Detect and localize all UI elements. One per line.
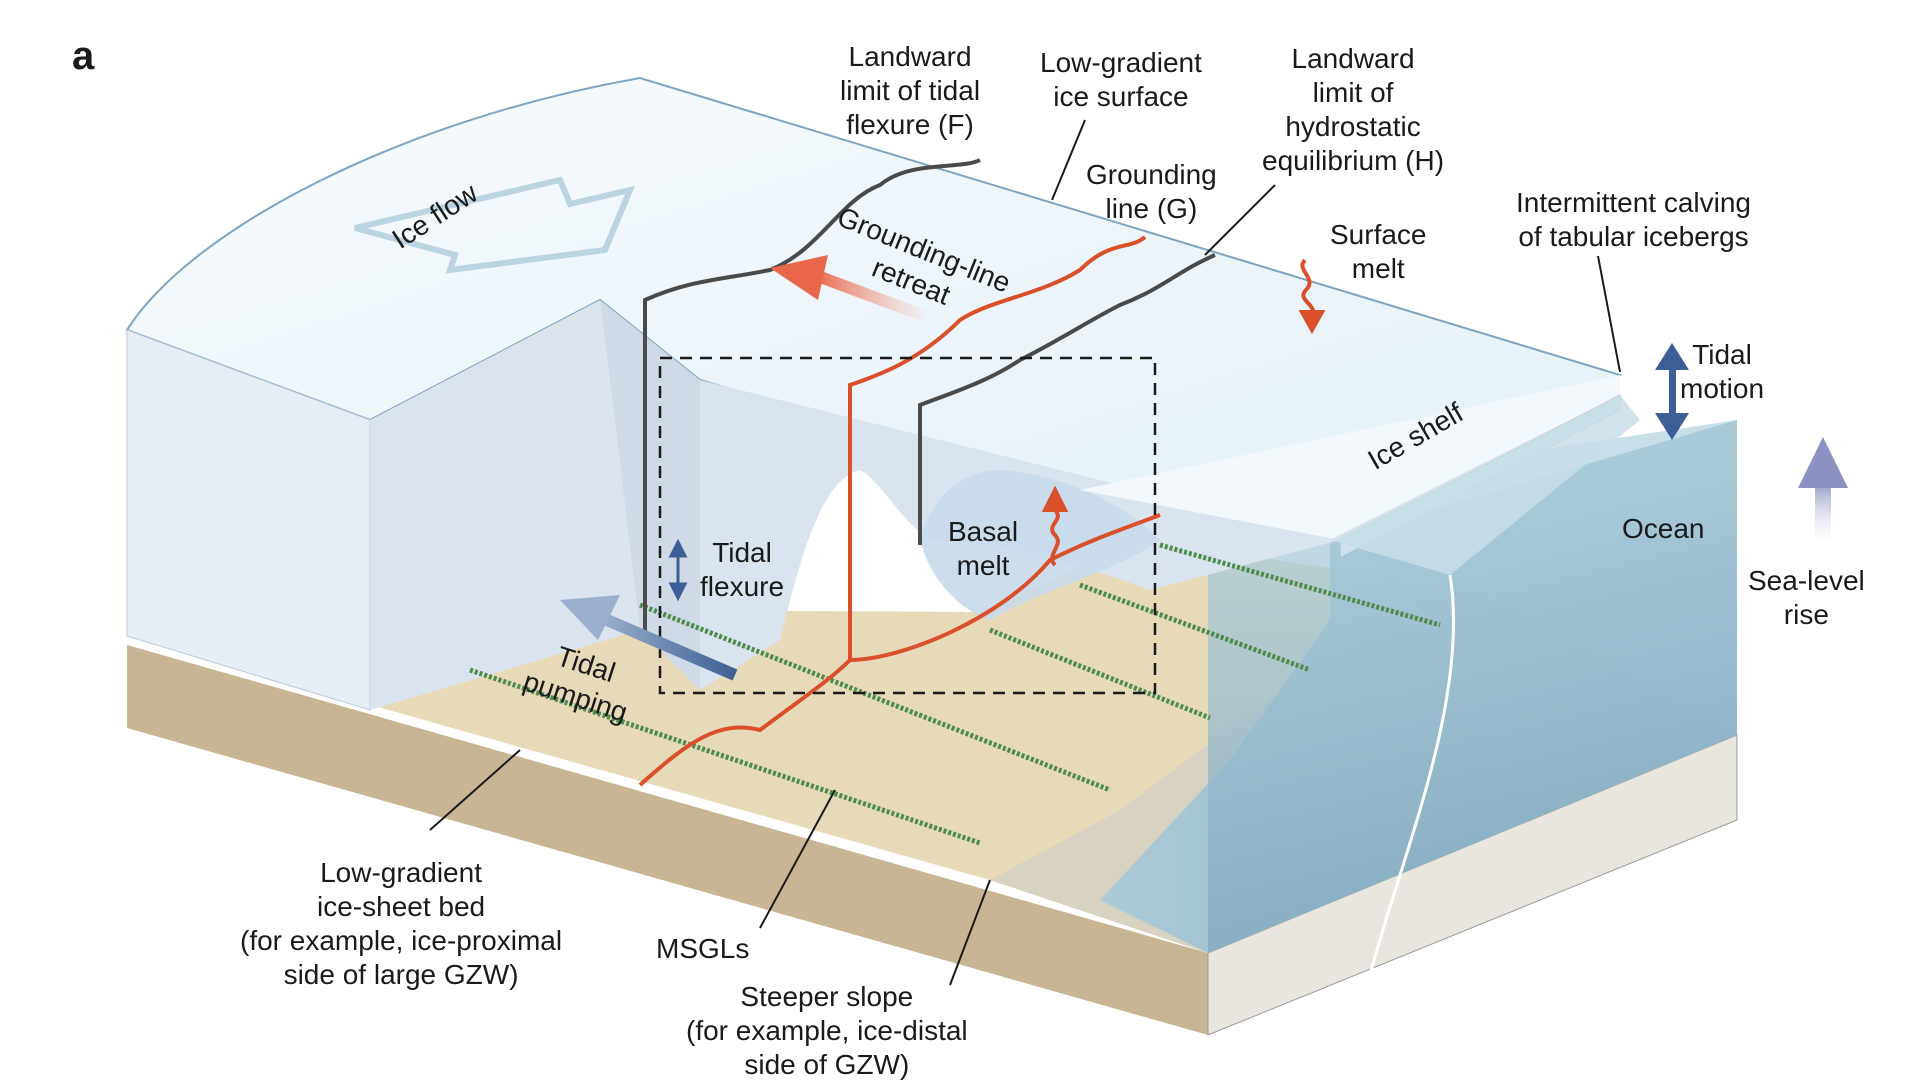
msgls-label: MSGLs <box>656 933 750 964</box>
surface-melt-arrow <box>1298 258 1326 335</box>
grounding-retreat-arrow <box>770 255 933 324</box>
panel-letter: a <box>72 34 95 78</box>
inset-dashed-box <box>658 356 1157 695</box>
ice-flow-arrow <box>354 176 636 274</box>
basal-melt-label: Basal melt <box>948 516 1019 581</box>
tidal-flexure-label: Tidal flexure <box>700 537 785 602</box>
ice-shelf-top <box>1080 375 1620 540</box>
leader-lines <box>429 119 1621 986</box>
steeper-slope-label: Steeper slope (for example, ice-distal s… <box>686 981 968 1080</box>
bed-front-face <box>127 645 1208 1035</box>
tidal-pumping-arrow <box>560 595 738 681</box>
ocean-label: Ocean <box>1622 513 1705 544</box>
tidal-flexure-arrow <box>668 538 688 602</box>
landward-limit-H-label: Landward limit of hydrostatic equilibriu… <box>1262 43 1445 176</box>
landward-limit-F-label: Landward limit of tidal flexure (F) <box>840 41 981 140</box>
basal-cavity <box>920 470 1160 620</box>
intermittent-calving-label: Intermittent calving of tabular icebergs <box>1516 187 1751 252</box>
limit-line-F <box>643 158 981 640</box>
msgl-ridges <box>469 542 1441 846</box>
grounding-line-G <box>638 235 1161 787</box>
surface-melt-label: Surface melt <box>1330 219 1427 284</box>
tidal-motion-arrow <box>1655 343 1689 440</box>
grounding-line-label: Grounding line (G) <box>1086 159 1217 224</box>
low-gradient-bed-label: Low-gradient ice-sheet bed (for example,… <box>240 857 563 990</box>
sea-level-rise-label: Sea-level rise <box>1748 565 1865 630</box>
ocean-ice-boundary <box>1368 574 1455 976</box>
tidal-motion-label: Tidal motion <box>1680 339 1765 404</box>
limit-line-H <box>918 253 1216 545</box>
basal-melt-arrow <box>1041 485 1069 567</box>
low-gradient-ice-surface-label: Low-gradient ice surface <box>1040 47 1202 112</box>
sea-level-rise-arrow <box>1798 437 1848 550</box>
ice-shelf-underside <box>1330 395 1640 575</box>
